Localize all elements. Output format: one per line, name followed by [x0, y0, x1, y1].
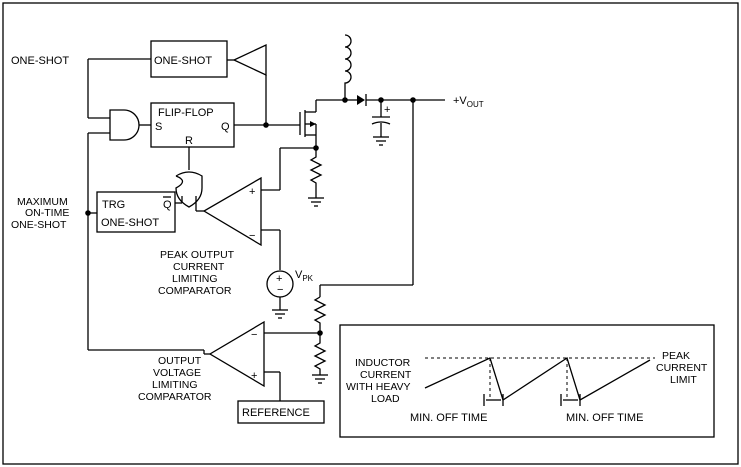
trg-label: TRG — [102, 199, 125, 211]
peak-comparator-label-3: LIMITING — [172, 273, 218, 285]
divider-resistor-bottom — [313, 333, 327, 375]
peak-current-comparator — [202, 176, 262, 247]
one-shot-box-label: ONE-SHOT — [154, 55, 212, 67]
reference-box — [237, 400, 325, 424]
output-comparator-label-3: LIMITING — [152, 379, 198, 391]
peak-label-2: CURRENT — [656, 362, 708, 374]
min-off-time-label-2: MIN. OFF TIME — [566, 412, 643, 424]
ff-s-label: S — [155, 121, 162, 133]
svg-text:+: + — [276, 273, 282, 285]
inductor-label-2: CURRENT — [360, 369, 412, 381]
svg-text:+: + — [249, 186, 255, 198]
inductor-current-waveform — [424, 356, 651, 402]
vout-label: +VOUT — [453, 95, 484, 109]
waveform-inset-box — [339, 324, 715, 438]
peak-label-3: LIMIT — [670, 374, 697, 386]
divider-resistor-top — [313, 296, 327, 333]
max-on-time-label-3: ONE-SHOT — [11, 219, 67, 231]
svg-text:−: − — [277, 284, 283, 296]
sense-resistor — [309, 148, 323, 198]
peak-comparator-label-4: COMPARATOR — [158, 285, 232, 297]
peak-label-1: PEAK — [662, 350, 690, 362]
inductor — [344, 34, 352, 100]
inductor-label-3: WITH HEAVY — [346, 381, 411, 393]
and-gate — [109, 109, 140, 141]
peak-comparator-label-1: PEAK OUTPUT — [160, 249, 235, 261]
svg-text:−: − — [249, 230, 255, 242]
cap-plus: + — [384, 104, 390, 116]
inductor-label-4: LOAD — [371, 393, 400, 405]
min-off-time-label-1: MIN. OFF TIME — [410, 412, 487, 424]
output-voltage-comparator — [208, 320, 265, 388]
q-bar-label: Q — [163, 199, 172, 211]
output-comparator-label-2: VOLTAGE — [153, 367, 201, 379]
max-on-time-label-2: ON-TIME — [25, 207, 69, 219]
svg-text:−: − — [251, 329, 257, 341]
ff-q-label: Q — [221, 121, 230, 133]
vpk-label: VPK — [295, 269, 314, 283]
reference-label: REFERENCE — [242, 407, 310, 419]
flip-flop-label: FLIP-FLOP — [158, 107, 214, 119]
output-comparator-label-1: OUTPUT — [158, 355, 202, 367]
buffer-triangle — [232, 43, 267, 77]
svg-text:+: + — [251, 370, 257, 382]
ff-r-label: R — [185, 135, 193, 147]
or-gate — [175, 171, 203, 208]
max-on-time-label-1: MAXIMUM — [17, 196, 68, 208]
one-shot-side-label: ONE-SHOT — [11, 55, 69, 67]
peak-comparator-label-2: CURRENT — [173, 261, 225, 273]
output-comparator-label-4: COMPARATOR — [138, 391, 212, 403]
diode — [357, 95, 365, 105]
inductor-label-1: INDUCTOR — [355, 357, 411, 369]
trg-one-shot-label: ONE-SHOT — [101, 217, 159, 229]
trg-one-shot-box — [96, 191, 176, 233]
